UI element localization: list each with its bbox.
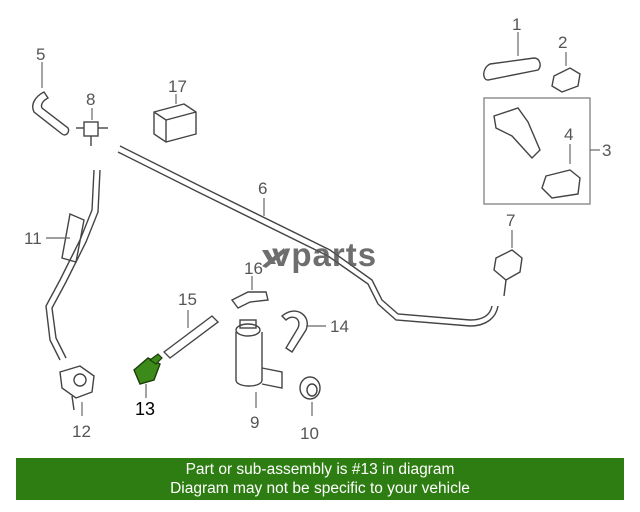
callout-1: 1: [512, 15, 521, 34]
callout-10: 10: [300, 424, 319, 443]
callout-13: 13: [135, 399, 155, 419]
part-6-hose: [117, 145, 499, 327]
watermark-logo: vparts: [262, 236, 377, 273]
callout-17: 17: [168, 77, 187, 96]
callout-9: 9: [250, 413, 259, 432]
callout-7: 7: [506, 211, 515, 230]
callout-12: 12: [72, 422, 91, 441]
part-7-nozzle: [493, 249, 523, 297]
part-5-hose: [32, 91, 70, 136]
banner-line-1: Part or sub-assembly is #13 in diagram: [185, 461, 455, 478]
part-14-hose: [280, 310, 308, 353]
part-10-grommet: [299, 376, 321, 400]
part-17-module: [153, 103, 197, 143]
callout-2: 2: [558, 33, 567, 52]
callout-15: 15: [178, 290, 197, 309]
part-16-hose: [230, 291, 269, 309]
banner-line-2: Diagram may not be specific to your vehi…: [170, 480, 470, 497]
callout-14: 14: [330, 317, 349, 336]
part-1-cover: [483, 57, 541, 81]
callout-8: 8: [86, 90, 95, 109]
callout-11: 11: [24, 229, 42, 248]
part-13-valve: [133, 353, 163, 385]
part-11-hose: [45, 169, 101, 361]
info-banner: Part or sub-assembly is #13 in diagram D…: [16, 458, 624, 500]
part-2-clip: [551, 67, 581, 93]
callout-4: 4: [564, 125, 573, 144]
part-15-hose: [162, 315, 220, 359]
part-8-connector: [76, 121, 108, 146]
part-12-nozzle: [59, 365, 95, 411]
part-9-pump: [235, 319, 283, 389]
callout-16: 16: [244, 259, 263, 278]
part-3-assembly: [483, 97, 591, 205]
callout-6: 6: [258, 179, 267, 198]
watermark-text: vparts: [272, 236, 377, 273]
callout-3: 3: [602, 141, 611, 160]
callout-5: 5: [36, 45, 45, 64]
